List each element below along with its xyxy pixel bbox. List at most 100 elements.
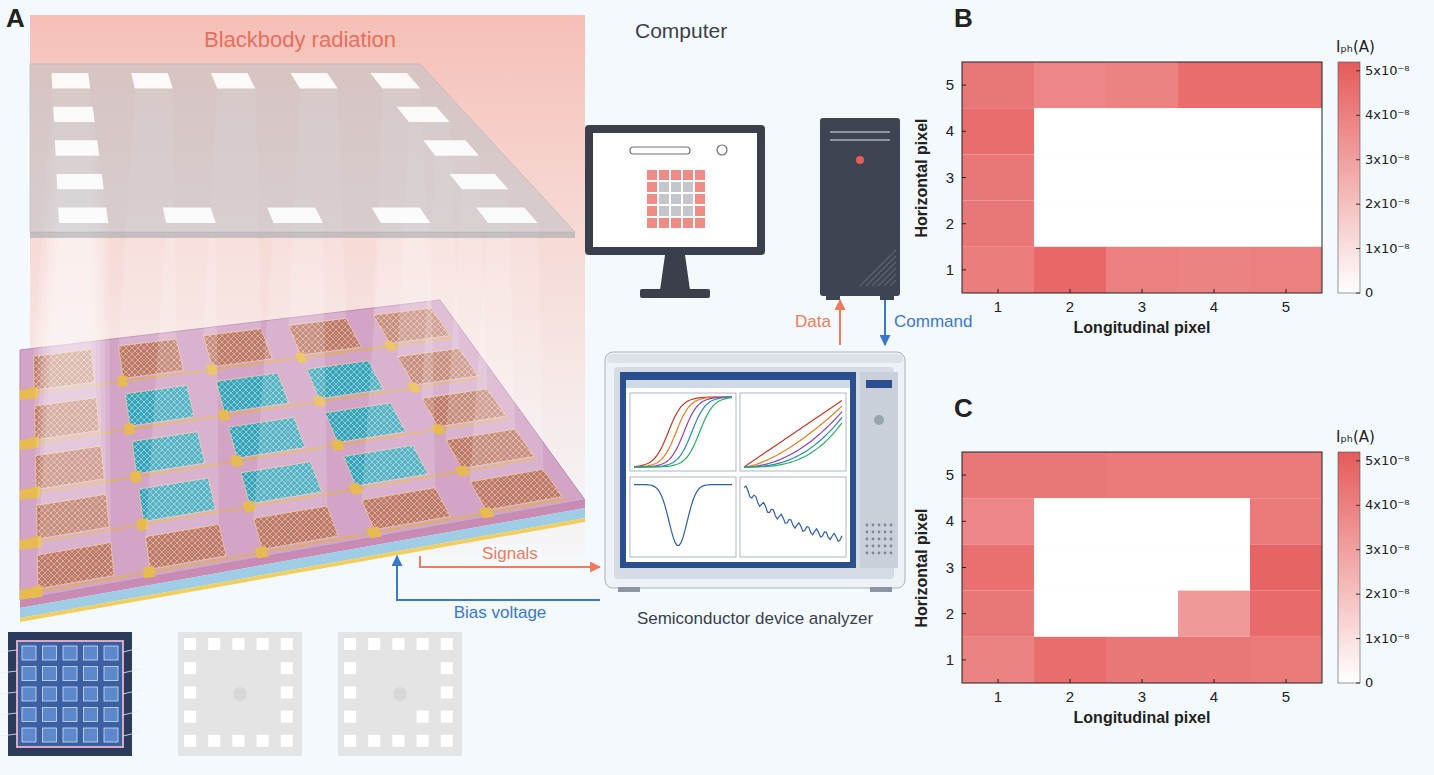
heatmap-cell (1106, 637, 1178, 683)
speaker-hole (890, 552, 893, 555)
heatmap-cell (1034, 62, 1106, 108)
chip-photo-pixel (63, 667, 77, 681)
gold-pad (143, 566, 156, 579)
mask-hole (267, 208, 323, 223)
speaker-hole (872, 531, 875, 534)
chip-photo-pixel (43, 667, 57, 681)
plot-frame (962, 452, 1322, 683)
colorbar (1338, 62, 1360, 293)
heatmap-cell (1034, 452, 1106, 498)
heatmap-cell (1034, 591, 1106, 637)
bond-wire (123, 732, 140, 736)
axis-tick: 2 (1066, 688, 1074, 705)
colorbar-tick: 5x10⁻⁸ (1365, 453, 1410, 468)
tick-mark (998, 289, 999, 293)
tower-foot (826, 295, 840, 300)
gold-pad (331, 439, 345, 450)
colorbar (1338, 452, 1360, 683)
bond-wire (123, 711, 140, 715)
screen-bar (630, 147, 690, 154)
analyzer-box: Semiconductor device analyzer (600, 345, 910, 635)
tick-mark (962, 613, 966, 614)
edge-label: Signals (479, 544, 541, 564)
heatmap-cell (1178, 544, 1250, 590)
screen-plot (740, 477, 846, 557)
mask-hole (423, 140, 479, 155)
chip-photo-pixel (63, 708, 77, 722)
heatmap-cell (1250, 637, 1322, 683)
heatmap-cell (1250, 498, 1322, 544)
heatmap-cell (1034, 498, 1106, 544)
colorbar-tick (1356, 460, 1360, 461)
analyzer-logo (866, 380, 892, 388)
heatmap-cell (1250, 154, 1322, 200)
bond-wire (0, 650, 17, 652)
light-beam (470, 223, 544, 482)
heatmap-cell (1178, 154, 1250, 200)
screen-pixel (671, 206, 681, 216)
axis-tick: 2 (946, 605, 954, 622)
edge-label: Command (891, 312, 975, 332)
speaker-hole (878, 524, 881, 527)
bond-wire (0, 713, 17, 715)
mask-photo-hole (368, 735, 380, 747)
screen-curve (744, 401, 842, 468)
heatmap-cell (1034, 247, 1106, 293)
screen-plot (740, 393, 846, 471)
analyzer-screen (626, 380, 850, 562)
bond-wire (0, 671, 17, 673)
chip-photo-pixel (84, 667, 98, 681)
mask-photo-hole (441, 686, 453, 698)
edge-label: Data (792, 312, 834, 332)
tower-hatch (860, 250, 896, 286)
screen-pixel (683, 170, 693, 180)
mask-mark (233, 687, 247, 701)
chip-photo-pixel (63, 646, 77, 660)
monitor-neck (660, 255, 690, 290)
tower-slot (830, 139, 890, 141)
chip-photo-pixel (43, 646, 57, 660)
heatmap-cell (1034, 544, 1106, 590)
heatmap-cell (962, 247, 1034, 293)
screen-pixel (647, 194, 657, 204)
light-beam (145, 223, 219, 537)
chip-photo-pixel (22, 687, 36, 701)
bond-wire (123, 669, 140, 673)
screen-pixel (659, 218, 669, 228)
chip-photo-pixel (63, 687, 77, 701)
colorbar-tick (1356, 683, 1360, 684)
signal-connector (839, 300, 841, 345)
light-beam (254, 223, 328, 519)
axis-tick: 1 (994, 298, 1002, 315)
radiation-region: Blackbody radiation (15, 15, 585, 556)
mask-photo-hole (208, 735, 220, 747)
chip-photo-die (17, 641, 123, 747)
mask-photo-hole (368, 638, 380, 650)
chip-photo-pixel (84, 687, 98, 701)
screen-curve (744, 486, 842, 541)
colorbar-tick (1356, 204, 1360, 205)
axis-tick: 4 (1210, 688, 1218, 705)
mask-hole (476, 208, 538, 223)
axis-tick: 1 (946, 651, 954, 668)
analyzer-side-panel (860, 372, 898, 568)
screen-pixel (659, 182, 669, 192)
heatmap-cell (1178, 637, 1250, 683)
power-light (856, 156, 864, 164)
analyzer-bezel (614, 367, 894, 579)
screen-pixel (671, 170, 681, 180)
colorbar-tick (1356, 70, 1360, 71)
colorbar-tick: 3x10⁻⁸ (1365, 152, 1410, 167)
heatmap-cell (962, 154, 1034, 200)
colorbar-tick: 4x10⁻⁸ (1365, 498, 1410, 513)
plot-frame (962, 62, 1322, 293)
mask-photo-hole (184, 686, 196, 698)
mask-photo-hole (344, 711, 356, 723)
screen-pixel (695, 206, 705, 216)
mask-photo-hole (257, 735, 269, 747)
tower-hatch (866, 256, 896, 286)
chip-photo-pixel (22, 646, 36, 660)
analyzer-button (874, 415, 884, 425)
analyzer-top (607, 354, 903, 363)
